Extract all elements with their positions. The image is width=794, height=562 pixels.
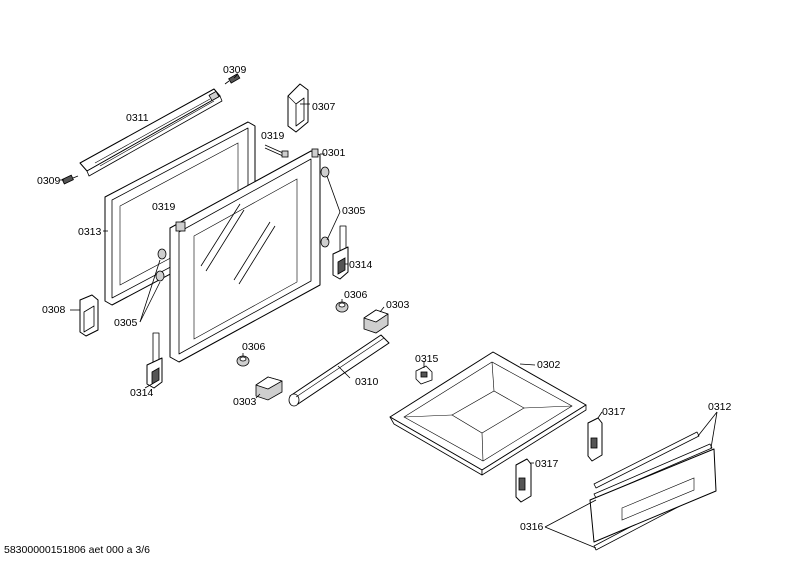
part-0302-drawer-tray xyxy=(389,351,587,476)
footer-document-id: 58300000151806 aet 000 a 3/6 xyxy=(4,544,150,556)
part-0317-runner-left xyxy=(515,458,532,503)
label-0309-top: 0309 xyxy=(223,64,247,76)
label-0303-upper: 0303 xyxy=(386,299,410,311)
label-0312: 0312 xyxy=(708,401,732,413)
label-0317-left: 0317 xyxy=(535,458,559,470)
part-0314-hinge-right xyxy=(332,225,349,280)
label-0315: 0315 xyxy=(415,353,439,365)
label-0306-lower: 0306 xyxy=(242,341,266,353)
part-0311-trim-strip xyxy=(79,88,223,177)
part-0303-block-upper xyxy=(363,309,389,334)
part-0307-bracket xyxy=(287,83,309,133)
label-0314-right: 0314 xyxy=(349,259,373,271)
label-0307: 0307 xyxy=(312,101,336,113)
label-0319-upper: 0319 xyxy=(261,130,285,142)
part-0306-grommet-upper xyxy=(335,301,349,313)
label-0316: 0316 xyxy=(520,521,544,533)
label-0319-lower: 0319 xyxy=(152,201,176,213)
part-0314-hinge-left xyxy=(146,332,163,389)
label-0302: 0302 xyxy=(537,359,561,371)
part-0317-runner-right xyxy=(587,417,603,462)
leader-lines xyxy=(60,74,718,549)
part-0310-handle-bar xyxy=(288,334,390,407)
label-0311: 0311 xyxy=(126,112,149,124)
label-0305-left: 0305 xyxy=(114,317,138,329)
label-0306-upper: 0306 xyxy=(344,289,368,301)
part-0309-screw-top xyxy=(224,73,241,85)
part-0319-pin-upper xyxy=(264,144,289,158)
label-0303-lower: 0303 xyxy=(233,396,257,408)
label-0301: 0301 xyxy=(322,147,346,159)
part-0303-block-lower xyxy=(255,376,283,401)
part-0316-drawer-front xyxy=(589,448,717,543)
part-0309-screw-left xyxy=(61,174,79,185)
label-0313: 0313 xyxy=(78,226,102,238)
label-0308: 0308 xyxy=(42,304,66,316)
label-0305-right: 0305 xyxy=(342,205,366,217)
label-0314-left: 0314 xyxy=(130,387,154,399)
part-0308-bracket xyxy=(79,294,99,337)
label-0317-right: 0317 xyxy=(602,406,626,418)
label-0310: 0310 xyxy=(355,376,379,388)
label-0309-left: 0309 xyxy=(37,175,61,187)
part-0301-door-glass xyxy=(169,148,321,363)
part-labels: 0309 0311 0307 0319 0301 0309 0319 0305 … xyxy=(37,64,732,533)
part-0315-clip xyxy=(415,365,433,385)
part-0306-grommet-lower xyxy=(236,355,250,367)
